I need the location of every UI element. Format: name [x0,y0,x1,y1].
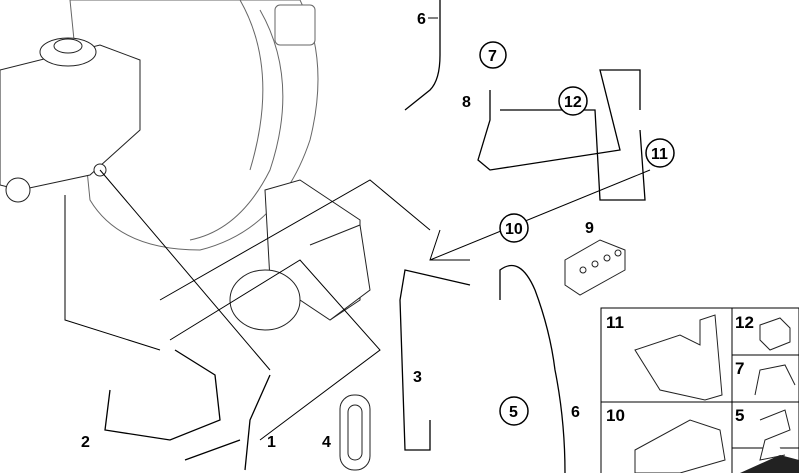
master-cylinder [0,37,141,203]
callout-4: 4 [322,434,331,451]
inset-label-7: 7 [735,359,744,378]
callout-1: 1 [267,434,276,451]
inset-label-5: 5 [735,406,744,425]
callout-2: 2 [81,434,90,451]
callout-6-top: 6 [417,11,426,28]
callout-11: 11 [651,146,668,163]
callout-12: 12 [564,94,582,111]
callout-3: 3 [413,369,422,386]
inset-label-10: 10 [606,406,625,425]
inset-label-12: 12 [735,313,754,332]
part-4-grommet [339,394,371,471]
part-9-clip [564,239,626,296]
callout-10: 10 [505,221,523,238]
inset-parts-grid: 11 12 7 10 5 [600,307,799,473]
callout-6-bottom: 6 [571,404,580,421]
callout-9: 9 [585,220,594,237]
callout-5: 5 [509,404,518,421]
callout-8: 8 [462,94,471,111]
callouts: 6 7 8 12 11 10 9 3 4 2 1 5 6 [81,11,675,451]
abs-unit [229,179,371,331]
inset-label-11: 11 [606,313,624,332]
callout-7: 7 [488,48,497,65]
leader-lines [64,169,651,441]
